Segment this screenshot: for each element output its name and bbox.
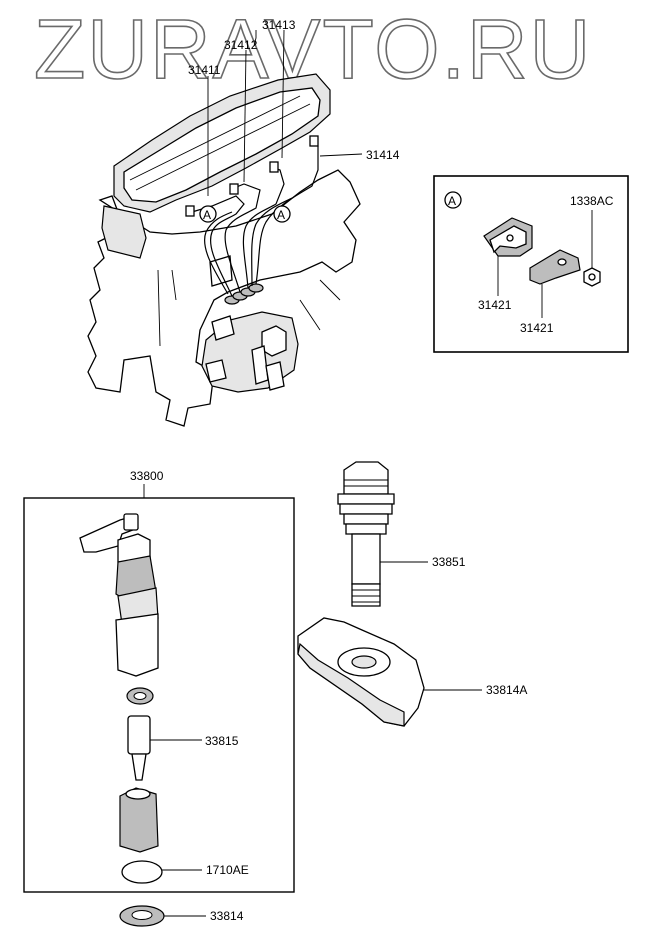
label-1710ae: 1710AE [206,863,249,877]
detail-box-a: A 31421 31421 1338AC [433,175,629,353]
label-31421-lower: 31421 [520,321,554,335]
hold-down-parts: 33851 33814A [297,461,527,727]
label-31411: 31411 [188,63,221,77]
label-31413: 31413 [262,18,296,32]
engine-callout-marker: A [277,208,285,222]
label-33851: 33851 [432,555,466,569]
watermark-text: ZURAVTO.RU [34,2,592,96]
label-1338ac: 1338AC [570,194,614,208]
engine-leader-lines [207,29,363,196]
injector-assembly: 33800 33815 1710AE [23,469,295,893]
label-33800: 33800 [130,469,164,483]
engine-callout-marker: A [203,208,211,222]
label-31414: 31414 [366,148,400,162]
washer-33814: 33814 [119,905,244,927]
label-33814: 33814 [210,909,244,923]
label-33815: 33815 [205,734,239,748]
label-33814a: 33814A [486,683,527,697]
engine-drawing: A A [87,73,361,427]
detail-marker: A [448,194,456,208]
label-31421-upper: 31421 [478,298,512,312]
label-31412: 31412 [224,38,258,52]
